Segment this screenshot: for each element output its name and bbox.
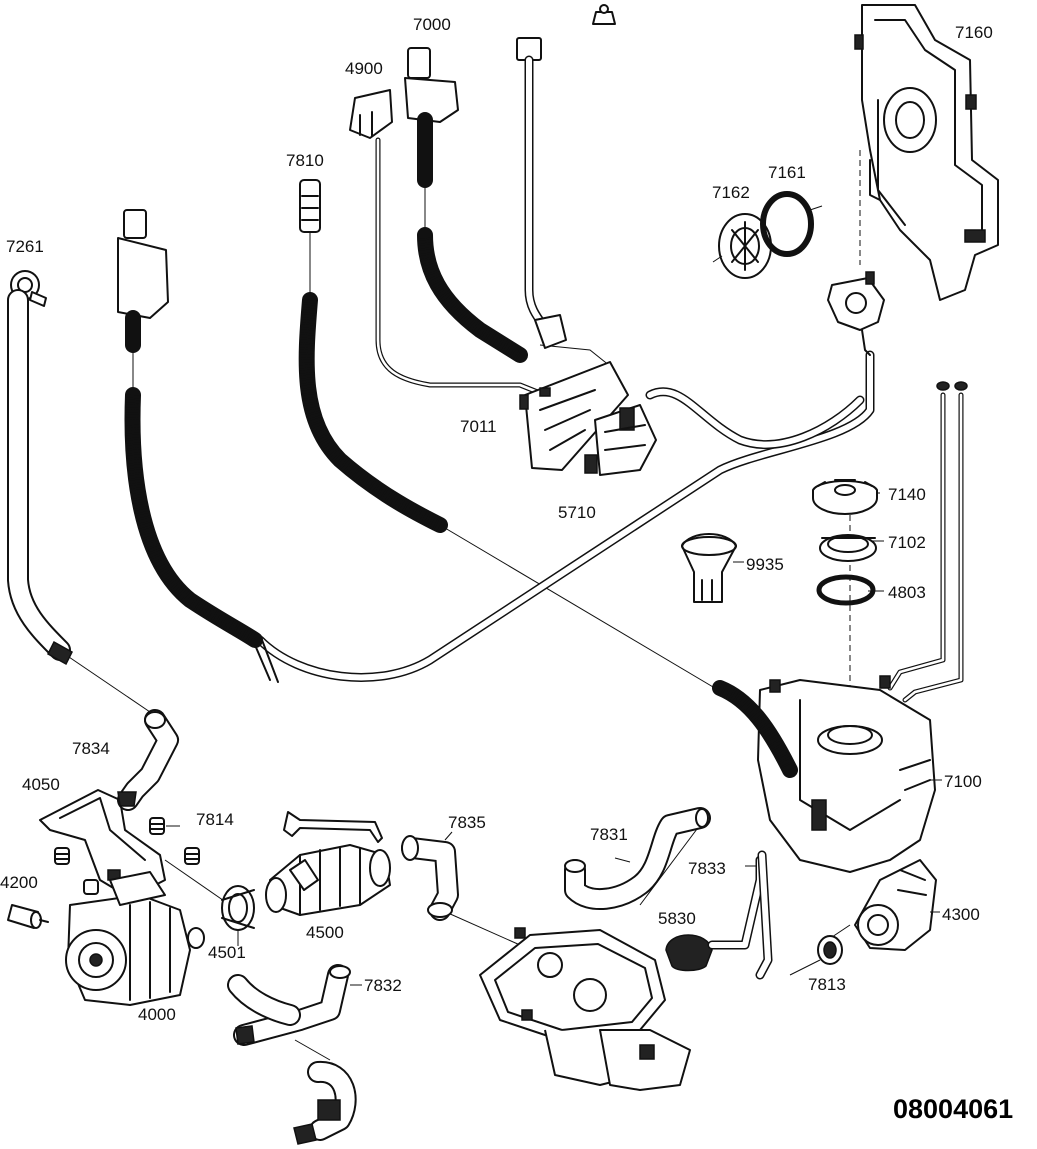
label-7100: 7100 <box>944 772 982 791</box>
label-4000: 4000 <box>138 1005 176 1024</box>
label-7161: 7161 <box>768 163 806 182</box>
label-4803: 4803 <box>888 583 926 602</box>
part-7100-water-softener <box>712 675 942 873</box>
part-4300-drain-pump <box>854 859 940 951</box>
part-4200-capacitor <box>7 904 49 929</box>
label-7835: 7835 <box>448 813 486 832</box>
part-9935-funnel <box>681 533 737 603</box>
part-7833-hose <box>745 850 773 980</box>
label-4200: 4200 <box>0 873 38 892</box>
label-4050: 4050 <box>22 775 60 794</box>
part-7813-pump-seal <box>817 935 843 965</box>
part-4500-heater <box>265 811 391 916</box>
label-7140: 7140 <box>888 485 926 504</box>
label-9935: 9935 <box>746 555 784 574</box>
label-7833: 7833 <box>688 859 726 878</box>
part-7160-float-housing <box>854 4 999 301</box>
part-4900-power-plug <box>349 89 393 139</box>
label-7810: 7810 <box>286 151 324 170</box>
label-7011: 7011 <box>460 417 497 436</box>
label-7813: 7813 <box>808 975 846 994</box>
bottom-elbow-hose <box>293 1061 357 1145</box>
part-4803-o-ring <box>816 574 876 606</box>
part-7161-seal-ring <box>760 191 823 257</box>
label-4900: 4900 <box>345 59 383 78</box>
part-4000-pump-motor <box>65 871 205 1006</box>
sump-assembly <box>479 927 691 1091</box>
label-7000: 7000 <box>413 15 451 34</box>
part-4501-coupling <box>221 885 255 946</box>
label-5710: 5710 <box>558 503 596 522</box>
label-7102: 7102 <box>888 533 926 552</box>
part-7832-hose <box>227 964 362 1046</box>
part-7140-salt-cap <box>812 479 878 515</box>
label-7162: 7162 <box>712 183 750 202</box>
label-7834: 7834 <box>72 739 110 758</box>
label-4500: 4500 <box>306 923 344 942</box>
label-7814: 7814 <box>196 810 234 829</box>
label-4300: 4300 <box>942 905 980 924</box>
part-7835-elbow <box>401 831 459 921</box>
part-7810-drain-hose <box>298 179 448 533</box>
thin-connection-lines <box>65 137 964 1061</box>
part-7834-hose <box>117 709 179 811</box>
grommets <box>936 381 968 391</box>
label-5830: 5830 <box>658 909 696 928</box>
part-7102-cap-ring <box>819 534 877 562</box>
label-7261: 7261 <box>6 237 44 256</box>
label-4501: 4501 <box>208 943 246 962</box>
part-labels: 7000 4900 7160 7810 7161 7162 7261 7011 … <box>0 15 993 1024</box>
float-valve-body <box>827 271 885 356</box>
document-number: 08004061 <box>893 1094 1013 1124</box>
label-7160: 7160 <box>955 23 993 42</box>
part-7000-inlet-aquastop <box>404 47 528 363</box>
small-nut <box>592 4 616 25</box>
part-7011-control-board <box>519 361 629 471</box>
label-7831: 7831 <box>590 825 628 844</box>
part-5710-solenoid-valve <box>584 404 657 476</box>
part-7814-screws <box>54 817 200 895</box>
fill-hose-with-nut <box>516 37 567 349</box>
part-4050-bracket <box>39 789 166 899</box>
part-7831-hose <box>564 807 711 911</box>
second-inlet-hose <box>117 209 279 683</box>
part-7261-spray-pipe <box>7 270 73 666</box>
label-7832: 7832 <box>364 976 402 995</box>
